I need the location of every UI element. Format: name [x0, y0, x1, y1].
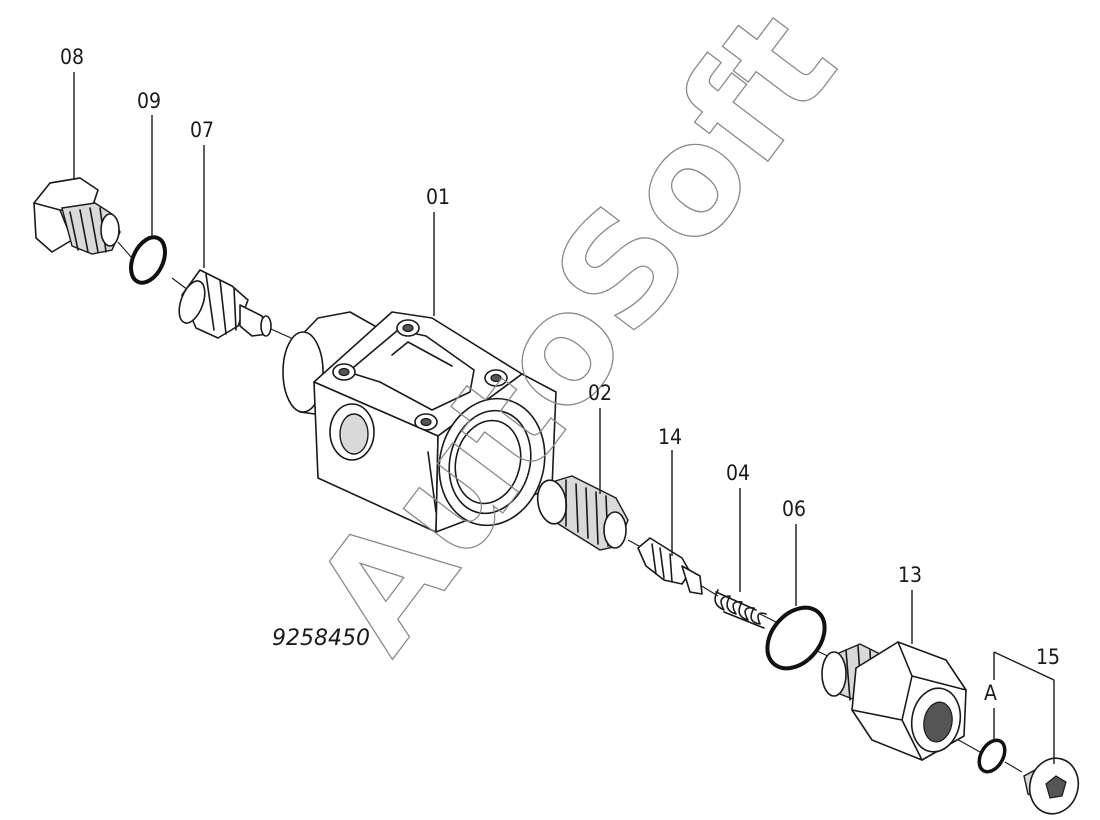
label-part-01: 01	[426, 185, 450, 209]
label-part-02: 02	[588, 381, 612, 405]
label-part-06: 06	[782, 497, 806, 521]
sleeve-02-icon	[536, 475, 629, 551]
adapter-13-icon	[821, 641, 967, 761]
label-part-04: 04	[726, 461, 750, 485]
label-detail-a: A	[984, 681, 997, 705]
o-ring-detail-a-icon	[977, 738, 1007, 774]
diagram-code: 9258450	[272, 626, 370, 651]
leader-lines	[73, 72, 1055, 764]
label-part-14: 14	[658, 425, 682, 449]
plug-08-icon	[33, 177, 121, 255]
label-part-13: 13	[898, 563, 922, 587]
label-part-08: 08	[60, 45, 84, 69]
spring-04-icon	[714, 589, 767, 629]
valve-body-01-icon	[282, 311, 557, 533]
spool-07-icon	[178, 269, 272, 339]
label-part-15: 15	[1036, 645, 1060, 669]
socket-plug-15-icon	[1023, 757, 1080, 815]
o-ring-09-icon	[129, 235, 167, 285]
poppet-14-icon	[637, 537, 703, 595]
label-part-07: 07	[190, 118, 214, 142]
label-part-09: 09	[137, 89, 161, 113]
o-ring-06-icon	[765, 605, 827, 671]
